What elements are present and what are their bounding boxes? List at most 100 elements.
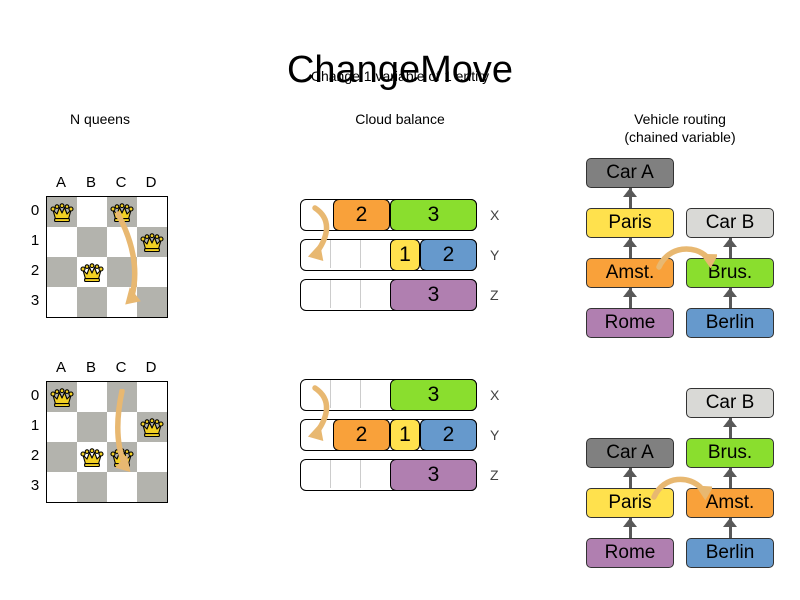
board-cell-B1[interactable] [77,412,107,442]
row-label-3: 3 [30,292,40,309]
cloud-capacity-tick [360,280,361,308]
vrp-link-arrowhead [723,238,737,247]
board-cell-D2[interactable] [137,442,167,472]
vrp-box-paris-left[interactable]: Paris [586,488,674,518]
vrp-box-rome-left[interactable]: Rome [586,308,674,338]
column-label-B: B [85,359,96,376]
vrp-box-paris-left[interactable]: Paris [586,208,674,238]
cloud-process-Y-1[interactable]: 2 [333,419,390,451]
cloud-process-Y-3[interactable]: 2 [420,419,477,451]
board-cell-D0[interactable] [137,197,167,227]
vrp-link-arrowhead [623,288,637,297]
board-cell-D3[interactable] [137,287,167,317]
row-label-0: 0 [30,387,40,404]
vrp-link-arrowhead [623,238,637,247]
cloud-process-Y-1[interactable]: 1 [390,239,420,271]
vrp-box-berlin-right[interactable]: Berlin [686,308,774,338]
vrp-link-line [728,288,732,308]
board-cell-B1[interactable] [77,227,107,257]
vrp-link-line [728,518,732,538]
board-cell-D2[interactable] [137,257,167,287]
vrp-box-brus--right[interactable]: Brus. [686,258,774,288]
cloud-row-Z: 3 [300,459,477,491]
cloud-capacity-tick [360,460,361,488]
board-cell-C3[interactable] [107,472,137,502]
board-cell-A3[interactable] [47,287,77,317]
cloud-computer-label-Y: Y [490,247,500,263]
vrp-link-line [628,288,632,308]
board-cell-D0[interactable] [137,382,167,412]
column-label-C: C [115,174,127,191]
column-label-C: C [115,359,127,376]
section-heading-vehicle-routing: Vehicle routing (chained variable) [570,110,790,146]
vrp-link-arrowhead [723,288,737,297]
cloud-row-X: 3 [300,379,477,411]
board-cell-C1[interactable] [107,412,137,442]
cloud-computer-label-X: X [490,207,500,223]
column-label-A: A [55,359,66,376]
column-label-D: D [145,174,157,191]
vrp-link-line [628,188,632,208]
vrp-link-line [728,468,732,488]
cloud-capacity-tick [330,280,331,308]
column-label-A: A [55,174,66,191]
vrp-box-car-a-left[interactable]: Car A [586,158,674,188]
vrp-heading-line1: Vehicle routing [634,111,726,127]
cloud-process-X-2[interactable]: 3 [390,199,477,231]
row-label-3: 3 [30,477,40,494]
cloud-process-X-1[interactable]: 2 [333,199,390,231]
vrp-link-line [628,238,632,258]
section-heading-cloud: Cloud balance [355,111,445,127]
cloud-process-Z-1[interactable]: 3 [390,279,477,311]
vrp-box-rome-left[interactable]: Rome [586,538,674,568]
board-cell-D3[interactable] [137,472,167,502]
cloud-process-Y-2[interactable]: 2 [420,239,477,271]
vrp-link-line [728,418,732,438]
cloud-process-Y-2[interactable]: 1 [390,419,420,451]
column-label-B: B [85,174,96,191]
row-label-1: 1 [30,232,40,249]
vrp-heading-line2: (chained variable) [624,129,736,145]
cloud-capacity-tick [360,240,361,268]
vrp-link-arrowhead [623,468,637,477]
vrp-link-arrowhead [723,418,737,427]
cloud-row-Z: 3 [300,279,477,311]
cloud-capacity-tick [330,240,331,268]
vrp-link-arrowhead [623,188,637,197]
cloud-computer-label-Y: Y [490,427,500,443]
board-cell-A2[interactable] [47,257,77,287]
cloud-process-X-1[interactable]: 3 [390,379,477,411]
cloud-computer-label-X: X [490,387,500,403]
board-cell-B3[interactable] [77,472,107,502]
page-subtitle: Change 1 variable of 1 entity [310,68,490,84]
vrp-box-car-b-right[interactable]: Car B [686,388,774,418]
board-cell-B3[interactable] [77,287,107,317]
vrp-box-brus--right[interactable]: Brus. [686,438,774,468]
row-label-0: 0 [30,202,40,219]
row-label-2: 2 [30,447,40,464]
vrp-link-line [628,468,632,488]
cloud-capacity-tick [330,460,331,488]
board-cell-B0[interactable] [77,197,107,227]
vrp-link-line [728,238,732,258]
row-label-2: 2 [30,262,40,279]
board-cell-B0[interactable] [77,382,107,412]
cloud-computer-label-Z: Z [490,467,499,483]
vrp-box-amst--right[interactable]: Amst. [686,488,774,518]
board-cell-A3[interactable] [47,472,77,502]
board-cell-A1[interactable] [47,412,77,442]
vrp-box-car-a-left[interactable]: Car A [586,438,674,468]
vrp-box-car-b-right[interactable]: Car B [686,208,774,238]
cloud-process-Z-1[interactable]: 3 [390,459,477,491]
board-cell-A2[interactable] [47,442,77,472]
board-cell-A1[interactable] [47,227,77,257]
vrp-box-berlin-right[interactable]: Berlin [686,538,774,568]
